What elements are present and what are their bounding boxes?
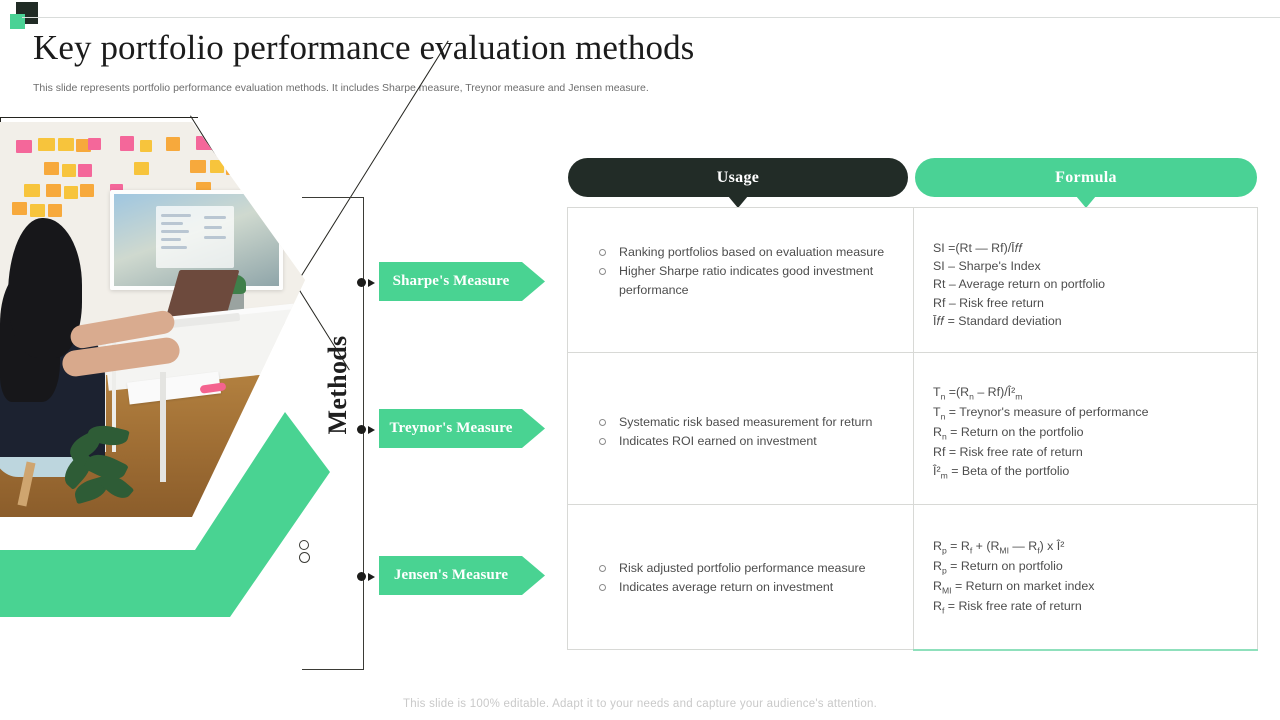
- connector-treynor: [357, 422, 377, 436]
- photo-floor-plant: [58, 421, 163, 517]
- method-label-jensen[interactable]: Jensen's Measure: [379, 556, 545, 595]
- methods-decorative-circle-1: [299, 540, 309, 550]
- methods-decorative-circle-2: [299, 552, 310, 563]
- usage-list-treynor: Systematic risk based measurement for re…: [593, 413, 895, 451]
- formula-line: RMI = Return on market index: [933, 579, 1095, 596]
- formula-line: Rp = Return on portfolio: [933, 559, 1063, 576]
- photo-artwork: [0, 122, 305, 517]
- page-title: Key portfolio performance evaluation met…: [33, 28, 695, 67]
- usage-list-sharpe: Ranking portfolios based on evaluation m…: [593, 243, 895, 300]
- table-left-border: [567, 207, 913, 650]
- method-label-jensen-text: Jensen's Measure: [393, 567, 509, 583]
- table-row: SI =(Rt — Rf)/Ī𝑓𝑓 SI – Sharpe's Index Rt –…: [913, 239, 1258, 353]
- formula-line: Rt – Average return on portfolio: [933, 277, 1105, 292]
- connector-sharpe: [357, 275, 377, 289]
- formula-list-jensen: Rp = Rf + (RMI — Rf) x Î² Rp = Return on …: [933, 537, 1244, 617]
- illustration-photo-block: [0, 40, 449, 617]
- table-row-divider: [567, 352, 1258, 353]
- table-row: Risk adjusted portfolio performance meas…: [567, 559, 913, 649]
- methods-table: Ranking portfolios based on evaluation m…: [567, 207, 1258, 651]
- list-item: Higher Sharpe ratio indicates good inves…: [593, 262, 895, 300]
- column-header-formula-tip-icon: [1076, 196, 1096, 208]
- table-row: Tn =(Rn – Rf)/Î²m Tn = Treynor's measure …: [913, 383, 1258, 503]
- table-row: Rp = Rf + (RMI — Rf) x Î² Rp = Return on …: [913, 537, 1258, 649]
- formula-list-sharpe: SI =(Rt — Rf)/Ī𝑓𝑓 SI – Sharpe's Index Rt –…: [933, 239, 1244, 330]
- table-right-border: [913, 207, 1258, 650]
- formula-line: Tn =(Rn – Rf)/Î²m: [933, 385, 1023, 402]
- formula-line: Tn = Treynor's measure of performance: [933, 405, 1149, 422]
- slide-footer: This slide is 100% editable. Adapt it to…: [402, 698, 878, 710]
- list-item: Systematic risk based measurement for re…: [593, 413, 895, 432]
- brand-logo-icon: [6, 2, 40, 32]
- connector-arrow-icon: [368, 425, 375, 434]
- connector-arrow-icon: [368, 278, 375, 287]
- logo-green-square: [10, 14, 25, 29]
- formula-line: Î²m = Beta of the portfolio: [933, 463, 1070, 480]
- table-row-divider: [567, 504, 1258, 505]
- method-label-sharpe[interactable]: Sharpe's Measure: [379, 262, 545, 301]
- table-row: Ranking portfolios based on evaluation m…: [567, 243, 913, 353]
- formula-line: Rf = Risk free rate of return: [933, 445, 1083, 460]
- table-row: Systematic risk based measurement for re…: [567, 413, 913, 503]
- photo-monitor-ui: [156, 206, 234, 268]
- method-label-sharpe-text: Sharpe's Measure: [392, 273, 510, 289]
- formula-line: Rp = Rf + (RMI — Rf) x Î²: [933, 539, 1065, 556]
- table-column-divider: [913, 207, 914, 650]
- formula-list-treynor: Tn =(Rn – Rf)/Î²m Tn = Treynor's measure …: [933, 383, 1244, 482]
- formula-line: Rf = Risk free rate of return: [933, 599, 1082, 616]
- connector-dot-icon: [357, 572, 366, 581]
- method-label-treynor[interactable]: Treynor's Measure: [379, 409, 545, 448]
- list-item: Risk adjusted portfolio performance meas…: [593, 559, 895, 578]
- list-item: Ranking portfolios based on evaluation m…: [593, 243, 895, 262]
- formula-line: Ī𝑓𝑓 = Standard deviation: [933, 313, 1062, 328]
- formula-line: Rn = Return on the portfolio: [933, 425, 1084, 442]
- table-bottom-accent: [913, 649, 1258, 651]
- column-header-formula[interactable]: Formula: [915, 158, 1257, 197]
- usage-list-jensen: Risk adjusted portfolio performance meas…: [593, 559, 895, 597]
- method-label-treynor-text: Treynor's Measure: [389, 420, 513, 436]
- formula-line: SI =(Rt — Rf)/Ī𝑓𝑓: [933, 241, 1023, 255]
- list-item: Indicates ROI earned on investment: [593, 432, 895, 451]
- column-header-usage[interactable]: Usage: [568, 158, 908, 197]
- connector-jensen: [357, 569, 377, 583]
- list-item: Indicates average return on investment: [593, 578, 895, 597]
- column-header-usage-text: Usage: [716, 168, 760, 186]
- connector-arrow-icon: [368, 572, 375, 581]
- methods-axis-label: Methods: [323, 335, 352, 435]
- formula-line: Rf – Risk free return: [933, 295, 1044, 310]
- connector-dot-icon: [357, 425, 366, 434]
- formula-line: SI – Sharpe's Index: [933, 259, 1041, 274]
- page-subtitle: This slide represents portfolio performa…: [33, 82, 649, 94]
- column-header-usage-tip-icon: [728, 196, 748, 208]
- header-divider: [22, 17, 1280, 18]
- column-header-formula-text: Formula: [1055, 168, 1117, 186]
- connector-dot-icon: [357, 278, 366, 287]
